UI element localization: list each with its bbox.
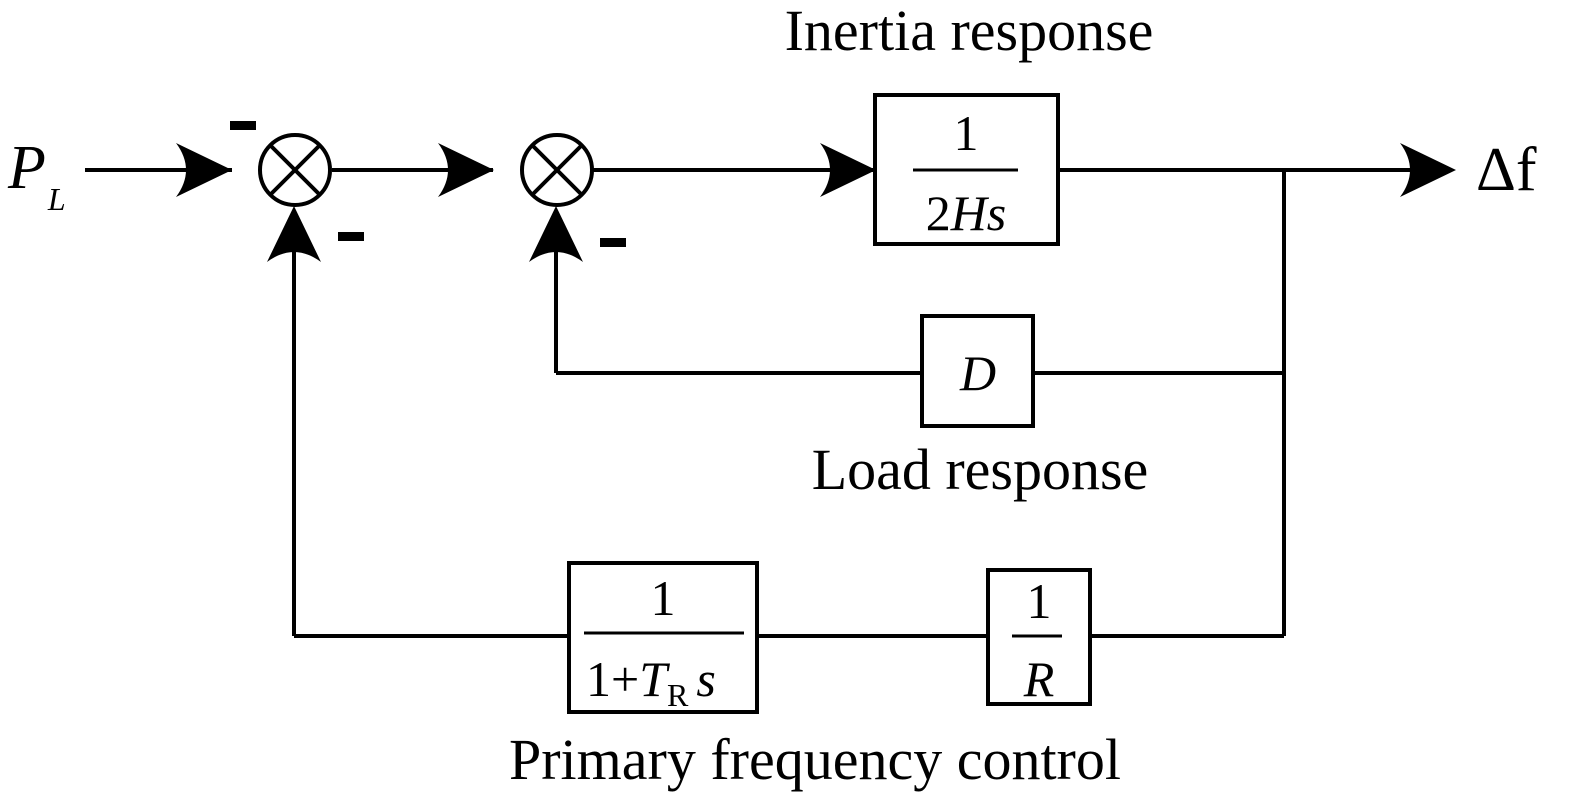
arrowhead-output bbox=[1400, 143, 1456, 197]
minus-sign-sum1-top bbox=[230, 121, 256, 130]
arrowhead-into-sum2 bbox=[438, 143, 494, 197]
arrowhead-into-sum1 bbox=[176, 143, 232, 197]
arrowheads bbox=[176, 143, 1456, 262]
output-signal-label: Δf bbox=[1476, 136, 1537, 204]
primary-frequency-control-label: Primary frequency control bbox=[509, 727, 1121, 792]
summing-junction-1 bbox=[258, 133, 332, 207]
signal-wires bbox=[85, 168, 1420, 638]
droop-denominator: R bbox=[1023, 651, 1055, 707]
arrowhead-into-sum1-bottom bbox=[267, 206, 321, 262]
input-signal-label: PL bbox=[7, 134, 66, 217]
damping-block: D bbox=[920, 314, 1035, 428]
minus-sign-sum1-bottom bbox=[338, 232, 364, 241]
governor-numerator: 1 bbox=[651, 570, 676, 626]
minus-sign-sum2-bottom bbox=[600, 238, 626, 247]
droop-block: 1 R bbox=[986, 568, 1092, 707]
load-response-label: Load response bbox=[812, 437, 1149, 502]
inertia-block: 1 2Hs bbox=[873, 93, 1060, 246]
droop-numerator: 1 bbox=[1027, 573, 1052, 629]
arrowhead-into-inertia bbox=[820, 143, 876, 197]
inertia-numerator: 1 bbox=[954, 105, 979, 161]
inertia-denominator: 2Hs bbox=[926, 185, 1007, 241]
minus-signs bbox=[230, 121, 626, 247]
inertia-response-label: Inertia response bbox=[785, 0, 1154, 63]
damping-symbol: D bbox=[959, 345, 996, 401]
summing-junction-2 bbox=[520, 133, 594, 207]
arrowhead-into-sum2-bottom bbox=[529, 206, 583, 262]
